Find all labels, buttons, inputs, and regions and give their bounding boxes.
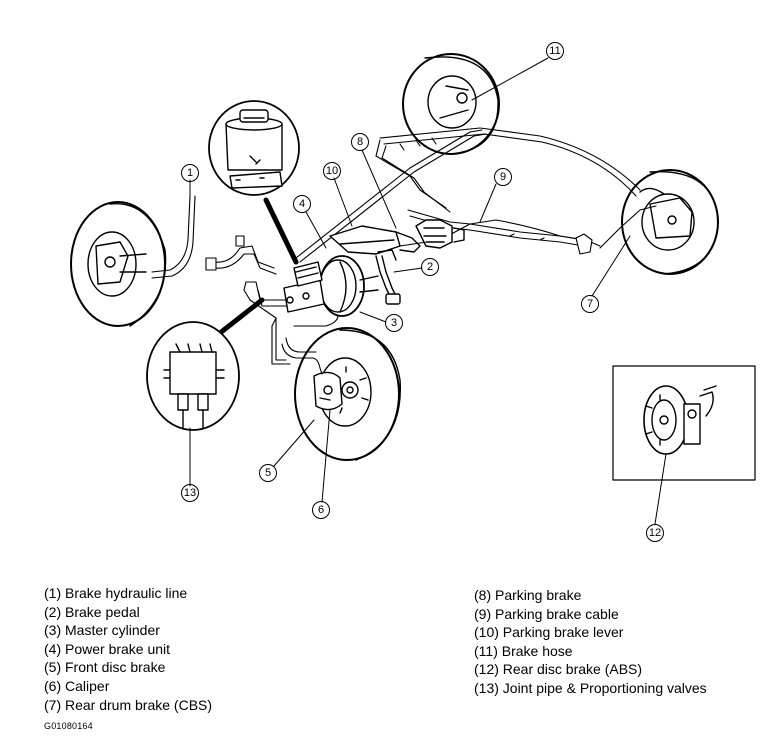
callout-circle-11 xyxy=(546,42,564,60)
legend-item: (5) Front disc brake xyxy=(44,659,166,676)
legend-item: (2) Brake pedal xyxy=(44,603,140,620)
callout-circle-10 xyxy=(323,162,341,180)
callout-10: 10 xyxy=(326,165,338,177)
callout-leaders xyxy=(189,57,667,525)
legend-item: (3) Master cylinder xyxy=(44,622,160,639)
legend-item: (7) Rear drum brake (CBS) xyxy=(44,696,213,713)
legend-item: (10) Parking brake lever xyxy=(474,624,624,641)
power-brake-unit xyxy=(319,255,379,317)
callout-9: 9 xyxy=(500,171,506,183)
master-cylinder xyxy=(283,261,325,313)
callout-circle-6 xyxy=(312,501,330,519)
callout-circle-7 xyxy=(581,295,599,313)
front-left-wheel xyxy=(70,201,167,327)
brake-pedal xyxy=(375,249,401,305)
callout-circle-9 xyxy=(494,168,512,186)
parking-brake-cable xyxy=(399,205,657,255)
rear-disc-brake-inset xyxy=(612,365,756,481)
legend-item: (4) Power brake unit xyxy=(44,640,171,657)
callout-13: 13 xyxy=(184,487,196,499)
callout-circle-5 xyxy=(259,464,277,482)
callout-1: 1 xyxy=(187,167,193,179)
parking-brake-lever xyxy=(329,225,421,255)
callout-3: 3 xyxy=(391,317,397,329)
callout-circle-2 xyxy=(421,258,439,276)
parking-brake xyxy=(415,219,465,249)
callout-circle-8 xyxy=(351,133,369,151)
callout-2: 2 xyxy=(427,261,433,273)
legend-item: (8) Parking brake xyxy=(474,587,582,603)
callout-circle-1 xyxy=(181,164,199,182)
legend-right: (8) Parking brake (9) Parking brake cabl… xyxy=(474,586,707,698)
callout-12: 12 xyxy=(649,527,661,539)
callout-circle-12 xyxy=(646,524,664,542)
legend-left: (1) Brake hydraulic line (2) Brake pedal… xyxy=(44,584,212,714)
legend-item: (1) Brake hydraulic line xyxy=(44,585,188,601)
legend-item: (9) Parking brake cable xyxy=(474,605,619,622)
figure-code: G01080164 xyxy=(44,721,93,731)
callout-8: 8 xyxy=(357,136,363,148)
caliper xyxy=(313,371,343,411)
front-right-wheel xyxy=(294,327,401,461)
reservoir-inset xyxy=(208,100,300,196)
callout-11: 11 xyxy=(549,45,560,57)
legend-item: (11) Brake hose xyxy=(474,642,573,659)
legend-item: (13) Joint pipe & Proportioning valves xyxy=(474,679,707,696)
callout-6: 6 xyxy=(318,504,324,516)
legend-item: (12) Rear disc brake (ABS) xyxy=(474,661,643,678)
callout-circle-13 xyxy=(181,484,199,502)
callout-4: 4 xyxy=(299,198,305,210)
rear-right-wheel xyxy=(621,169,719,275)
callout-7: 7 xyxy=(587,298,593,310)
callout-5: 5 xyxy=(265,467,271,479)
callout-circles xyxy=(181,42,664,542)
reservoir-leader xyxy=(263,197,299,265)
callout-circle-4 xyxy=(293,195,311,213)
rear-left-wheel xyxy=(402,53,500,155)
callout-numbers: 1 2 3 4 5 6 7 8 9 10 11 12 13 xyxy=(184,45,661,539)
callout-circle-3 xyxy=(385,314,403,332)
legend-item: (6) Caliper xyxy=(44,677,110,694)
valve-inset xyxy=(146,321,240,431)
